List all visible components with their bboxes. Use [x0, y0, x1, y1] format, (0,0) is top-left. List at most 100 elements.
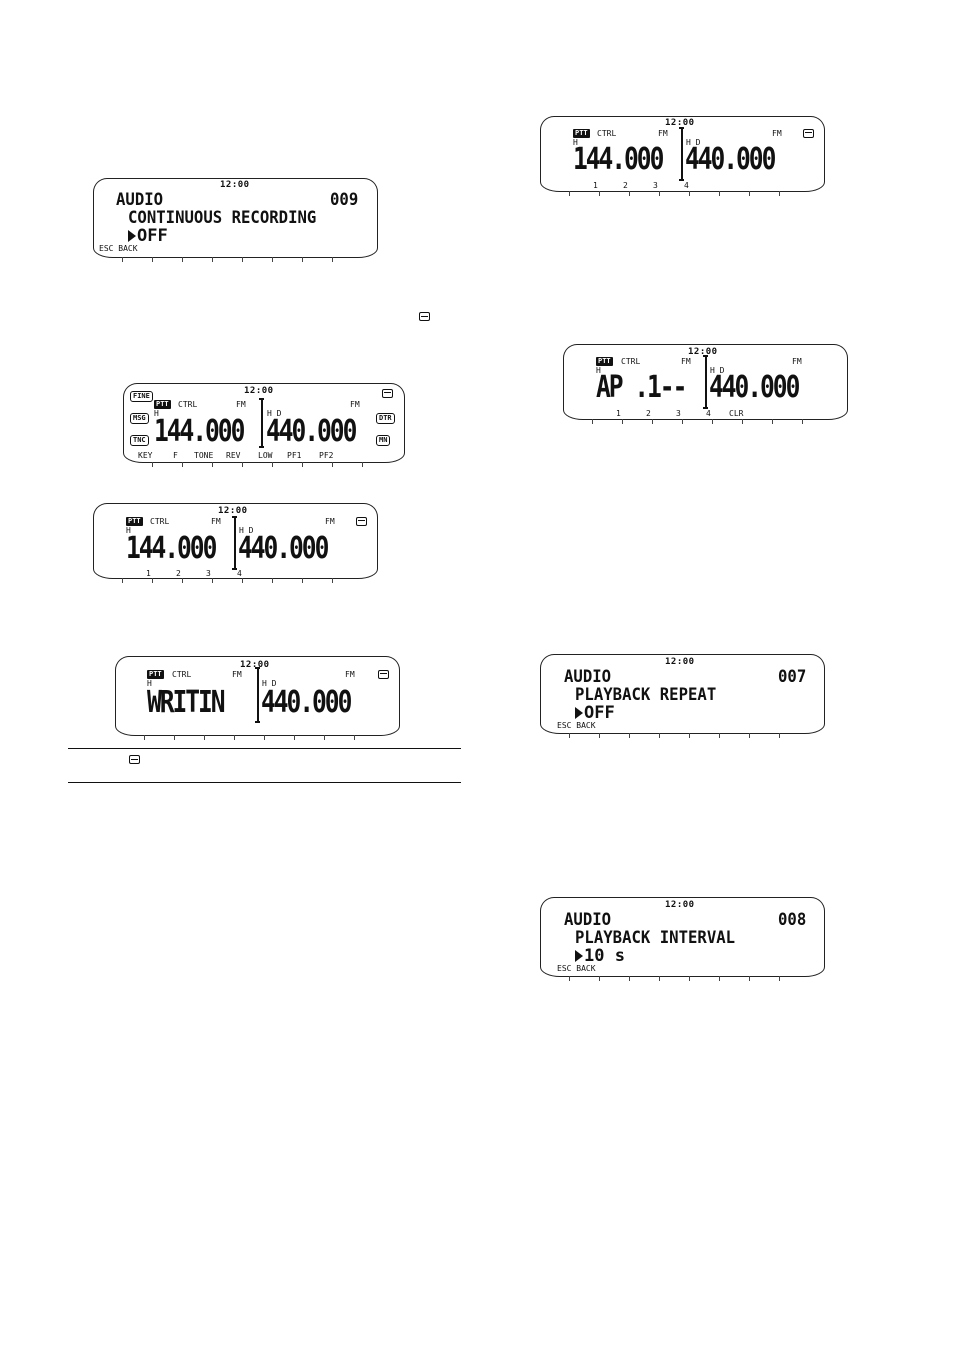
lcd-frequency-digits: 12:00 PTT CTRL FM FM H H D 144.000 440.0…: [93, 503, 378, 583]
sub-left: H: [126, 526, 131, 535]
band-divider: [703, 355, 708, 409]
cursor-icon: [128, 230, 136, 242]
key-label: 1: [593, 181, 598, 190]
menu-value: 10 s: [575, 948, 625, 965]
cursor-icon: [575, 950, 583, 962]
menu-item: PLAYBACK INTERVAL: [575, 928, 736, 948]
fine-badge: FINE: [130, 391, 153, 402]
note-top-rule: [68, 748, 461, 750]
left-display-text: WRITIN: [147, 685, 226, 720]
ctrl-label: CTRL: [150, 517, 170, 526]
key-label: 2: [176, 569, 181, 578]
clock: 12:00: [665, 657, 695, 667]
mail-icon: [356, 517, 367, 526]
band-divider: [232, 516, 237, 570]
clock: 12:00: [665, 118, 695, 128]
sub-right: H D: [267, 409, 282, 418]
key-label: 1: [616, 409, 621, 418]
frequency-left: 144.000: [573, 142, 664, 177]
clock: 12:00: [240, 660, 270, 670]
ptt-badge: PTT: [596, 357, 613, 366]
lcd-audio-continuous-recording: 12:00 AUDIO 009 CONTINUOUS RECORDING OFF…: [93, 178, 378, 262]
menu-number: 009: [330, 190, 359, 210]
tnc-badge: TNC: [130, 435, 149, 446]
lcd-audio-playback-interval: 12:00 AUDIO 008 PLAYBACK INTERVAL 10 s E…: [540, 897, 825, 981]
band-divider: [255, 667, 260, 723]
sub-left: H: [596, 366, 601, 375]
menu-title: AUDIO: [564, 910, 612, 930]
ctrl-label: CTRL: [178, 400, 198, 409]
footer-label: ESC BACK: [557, 721, 596, 730]
frequency-right: 440.000: [709, 370, 800, 405]
menu-value: OFF: [575, 705, 615, 722]
mail-icon: [803, 129, 814, 138]
menu-title: AUDIO: [564, 667, 612, 687]
lcd-function-keys: 12:00 FINE MSG TNC DTR MN PTT CTRL FM FM…: [123, 383, 405, 467]
key-label: F: [173, 451, 178, 460]
sub-right: H D: [239, 526, 254, 535]
message-icon: [129, 755, 140, 764]
frequency-right: 440.000: [266, 414, 357, 449]
clock: 12:00: [244, 386, 274, 396]
menu-item: PLAYBACK REPEAT: [575, 685, 717, 705]
menu-number: 008: [778, 910, 807, 930]
key-label: 3: [676, 409, 681, 418]
key-label: 4: [684, 181, 689, 190]
ptt-badge: PTT: [573, 129, 590, 138]
cursor-icon: [575, 707, 583, 719]
mode-left: FM: [211, 517, 221, 526]
mail-icon: [378, 670, 389, 679]
key-label: KEY: [138, 451, 153, 460]
frequency-right: 440.000: [238, 531, 329, 566]
mode-right: FM: [350, 400, 360, 409]
key-label: LOW: [258, 451, 273, 460]
key-label: PF1: [287, 451, 302, 460]
msg-badge: MSG: [130, 413, 149, 424]
key-label: 4: [706, 409, 711, 418]
lcd-writing: 12:00 PTT CTRL FM FM H H D WRITIN 440.00…: [115, 656, 400, 740]
band-divider: [679, 127, 684, 181]
lcd-audio-playback-repeat: 12:00 AUDIO 007 PLAYBACK REPEAT OFF ESC …: [540, 654, 825, 738]
key-label: 2: [623, 181, 628, 190]
ptt-badge: PTT: [147, 670, 164, 679]
key-label: 1: [146, 569, 151, 578]
mode-right: FM: [772, 129, 782, 138]
sub-left: H: [154, 409, 159, 418]
ctrl-label: CTRL: [597, 129, 617, 138]
mode-left: FM: [232, 670, 242, 679]
lcd-audio-playback-entry: 12:00 PTT CTRL FM FM H H D AP .1-- 440.0…: [563, 344, 848, 424]
sub-right: H D: [686, 138, 701, 147]
menu-number: 007: [778, 667, 807, 687]
note-bottom-rule: [68, 782, 461, 784]
mode-left: FM: [658, 129, 668, 138]
band-divider: [259, 398, 264, 448]
lcd-frequency-digits-right: 12:00 PTT CTRL FM FM H H D 144.000 440.0…: [540, 116, 825, 196]
clock: 12:00: [665, 900, 695, 910]
key-label: 4: [237, 569, 242, 578]
key-label: PF2: [319, 451, 334, 460]
mail-icon: [382, 389, 393, 398]
sub-left: H: [147, 679, 152, 688]
frequency-left: 144.000: [154, 414, 245, 449]
menu-item: CONTINUOUS RECORDING: [128, 208, 317, 228]
mode-right: FM: [345, 670, 355, 679]
key-label: TONE: [194, 451, 214, 460]
frequency-right: 440.000: [261, 685, 352, 720]
left-display-text: AP .1--: [596, 370, 687, 405]
clock: 12:00: [218, 506, 248, 516]
clock: 12:00: [688, 347, 718, 357]
clock: 12:00: [220, 180, 250, 190]
sub-left: H: [573, 138, 578, 147]
frequency-right: 440.000: [685, 142, 776, 177]
sub-right: H D: [710, 366, 725, 375]
footer-label: ESC BACK: [557, 964, 596, 973]
sub-right: H D: [262, 679, 277, 688]
ptt-badge: PTT: [154, 400, 171, 409]
key-label: REV: [226, 451, 241, 460]
mode-right: FM: [325, 517, 335, 526]
ptt-badge: PTT: [126, 517, 143, 526]
key-label: 2: [646, 409, 651, 418]
key-label: 3: [653, 181, 658, 190]
ctrl-label: CTRL: [172, 670, 192, 679]
frequency-left: 144.000: [126, 531, 217, 566]
